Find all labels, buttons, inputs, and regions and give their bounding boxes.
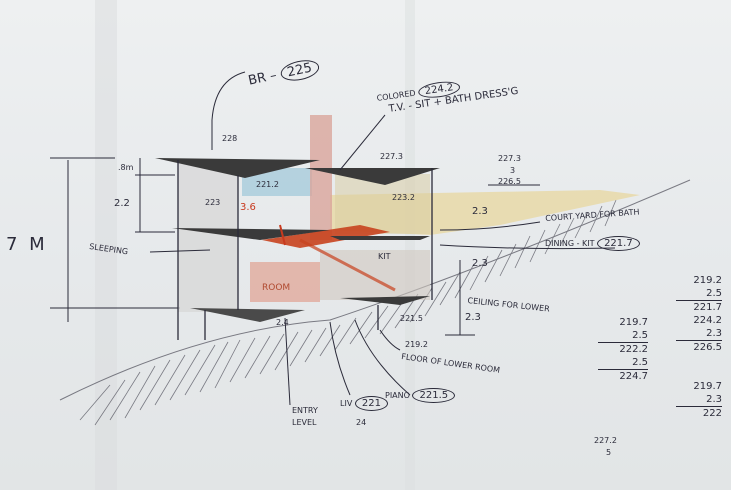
elev-227-3: 227.3 [380, 152, 403, 161]
calc-value: 2.3 [706, 328, 722, 339]
elev-223-2: 223.2 [392, 193, 415, 202]
elev-5: 5 [606, 448, 612, 457]
calc-value: 222 [676, 406, 722, 420]
calc-value: 219.2 [693, 275, 722, 286]
dim-2-2: 2.2 [114, 198, 130, 209]
elev-24: 24 [356, 418, 367, 427]
red-room-label: ROOM [262, 283, 290, 293]
leader-lines [149, 71, 616, 406]
calc-value: 2.5 [632, 330, 648, 341]
red-mark [279, 224, 286, 246]
dim-2-3b: 2.3 [472, 258, 488, 269]
liv-text: LIV [340, 399, 353, 408]
calc-value: 2.5 [632, 357, 648, 368]
dim-2-3: 2.3 [472, 206, 488, 217]
liv-label: LIV 221 [340, 396, 388, 411]
kit-label: KIT [378, 252, 391, 261]
piano-label: PIANO 221.5 [385, 388, 456, 403]
calc-value: 221.7 [676, 300, 722, 314]
calc-value: 222.2 [598, 342, 648, 356]
level-label: LEVEL [292, 418, 317, 427]
dimension-lines [50, 157, 540, 336]
calc-left: 219.7 2.5 222.2 2.5 224.7 [598, 316, 648, 383]
dining-kit-text: DINING - KIT [545, 239, 595, 248]
dim-7m: 7 M [6, 234, 48, 255]
elev-219-2: 219.2 [405, 340, 428, 349]
hillside-hatching [59, 179, 691, 426]
calc-value: 224.2 [693, 315, 722, 326]
calc-value: 224.7 [598, 369, 648, 383]
red-dim-mark: 3.6 [240, 202, 256, 213]
dim-2-4: 2.4 [276, 318, 289, 327]
elev-227-2-bottom: 227.2 [594, 436, 617, 445]
elev-226-5: 226.5 [498, 177, 521, 186]
elev-223: 223 [205, 198, 221, 207]
elev-227-3b: 227.3 [498, 154, 521, 163]
dim-8m: .8m [118, 163, 134, 172]
elev-221-5: 221.5 [400, 314, 423, 323]
calc-value: 2.3 [706, 394, 722, 405]
calc-value: 226.5 [676, 340, 722, 354]
calc-right-2: 219.7 2.3 222 [676, 380, 722, 420]
elev-3: 3 [510, 166, 516, 175]
paper-streak [405, 0, 415, 490]
liv-elevation: 221 [354, 396, 388, 411]
piano-text: PIANO [385, 391, 410, 400]
calc-value: 2.5 [706, 288, 722, 299]
entry-label: ENTRY [292, 406, 318, 415]
piano-elevation: 221.5 [412, 388, 456, 403]
calc-value: 219.7 [693, 381, 722, 392]
calc-right: 219.2 2.5 221.7 224.2 2.3 226.5 [676, 274, 722, 354]
calc-value: 219.7 [619, 317, 648, 328]
paper-streak [95, 0, 117, 490]
elev-228: 228 [222, 134, 238, 143]
building-section [155, 115, 440, 340]
elev-221-2: 221.2 [256, 180, 279, 189]
dining-kit-label: DINING - KIT 221.7 [545, 236, 640, 251]
dim-2-3c: 2.3 [465, 312, 481, 323]
dining-elevation: 221.7 [597, 236, 640, 251]
